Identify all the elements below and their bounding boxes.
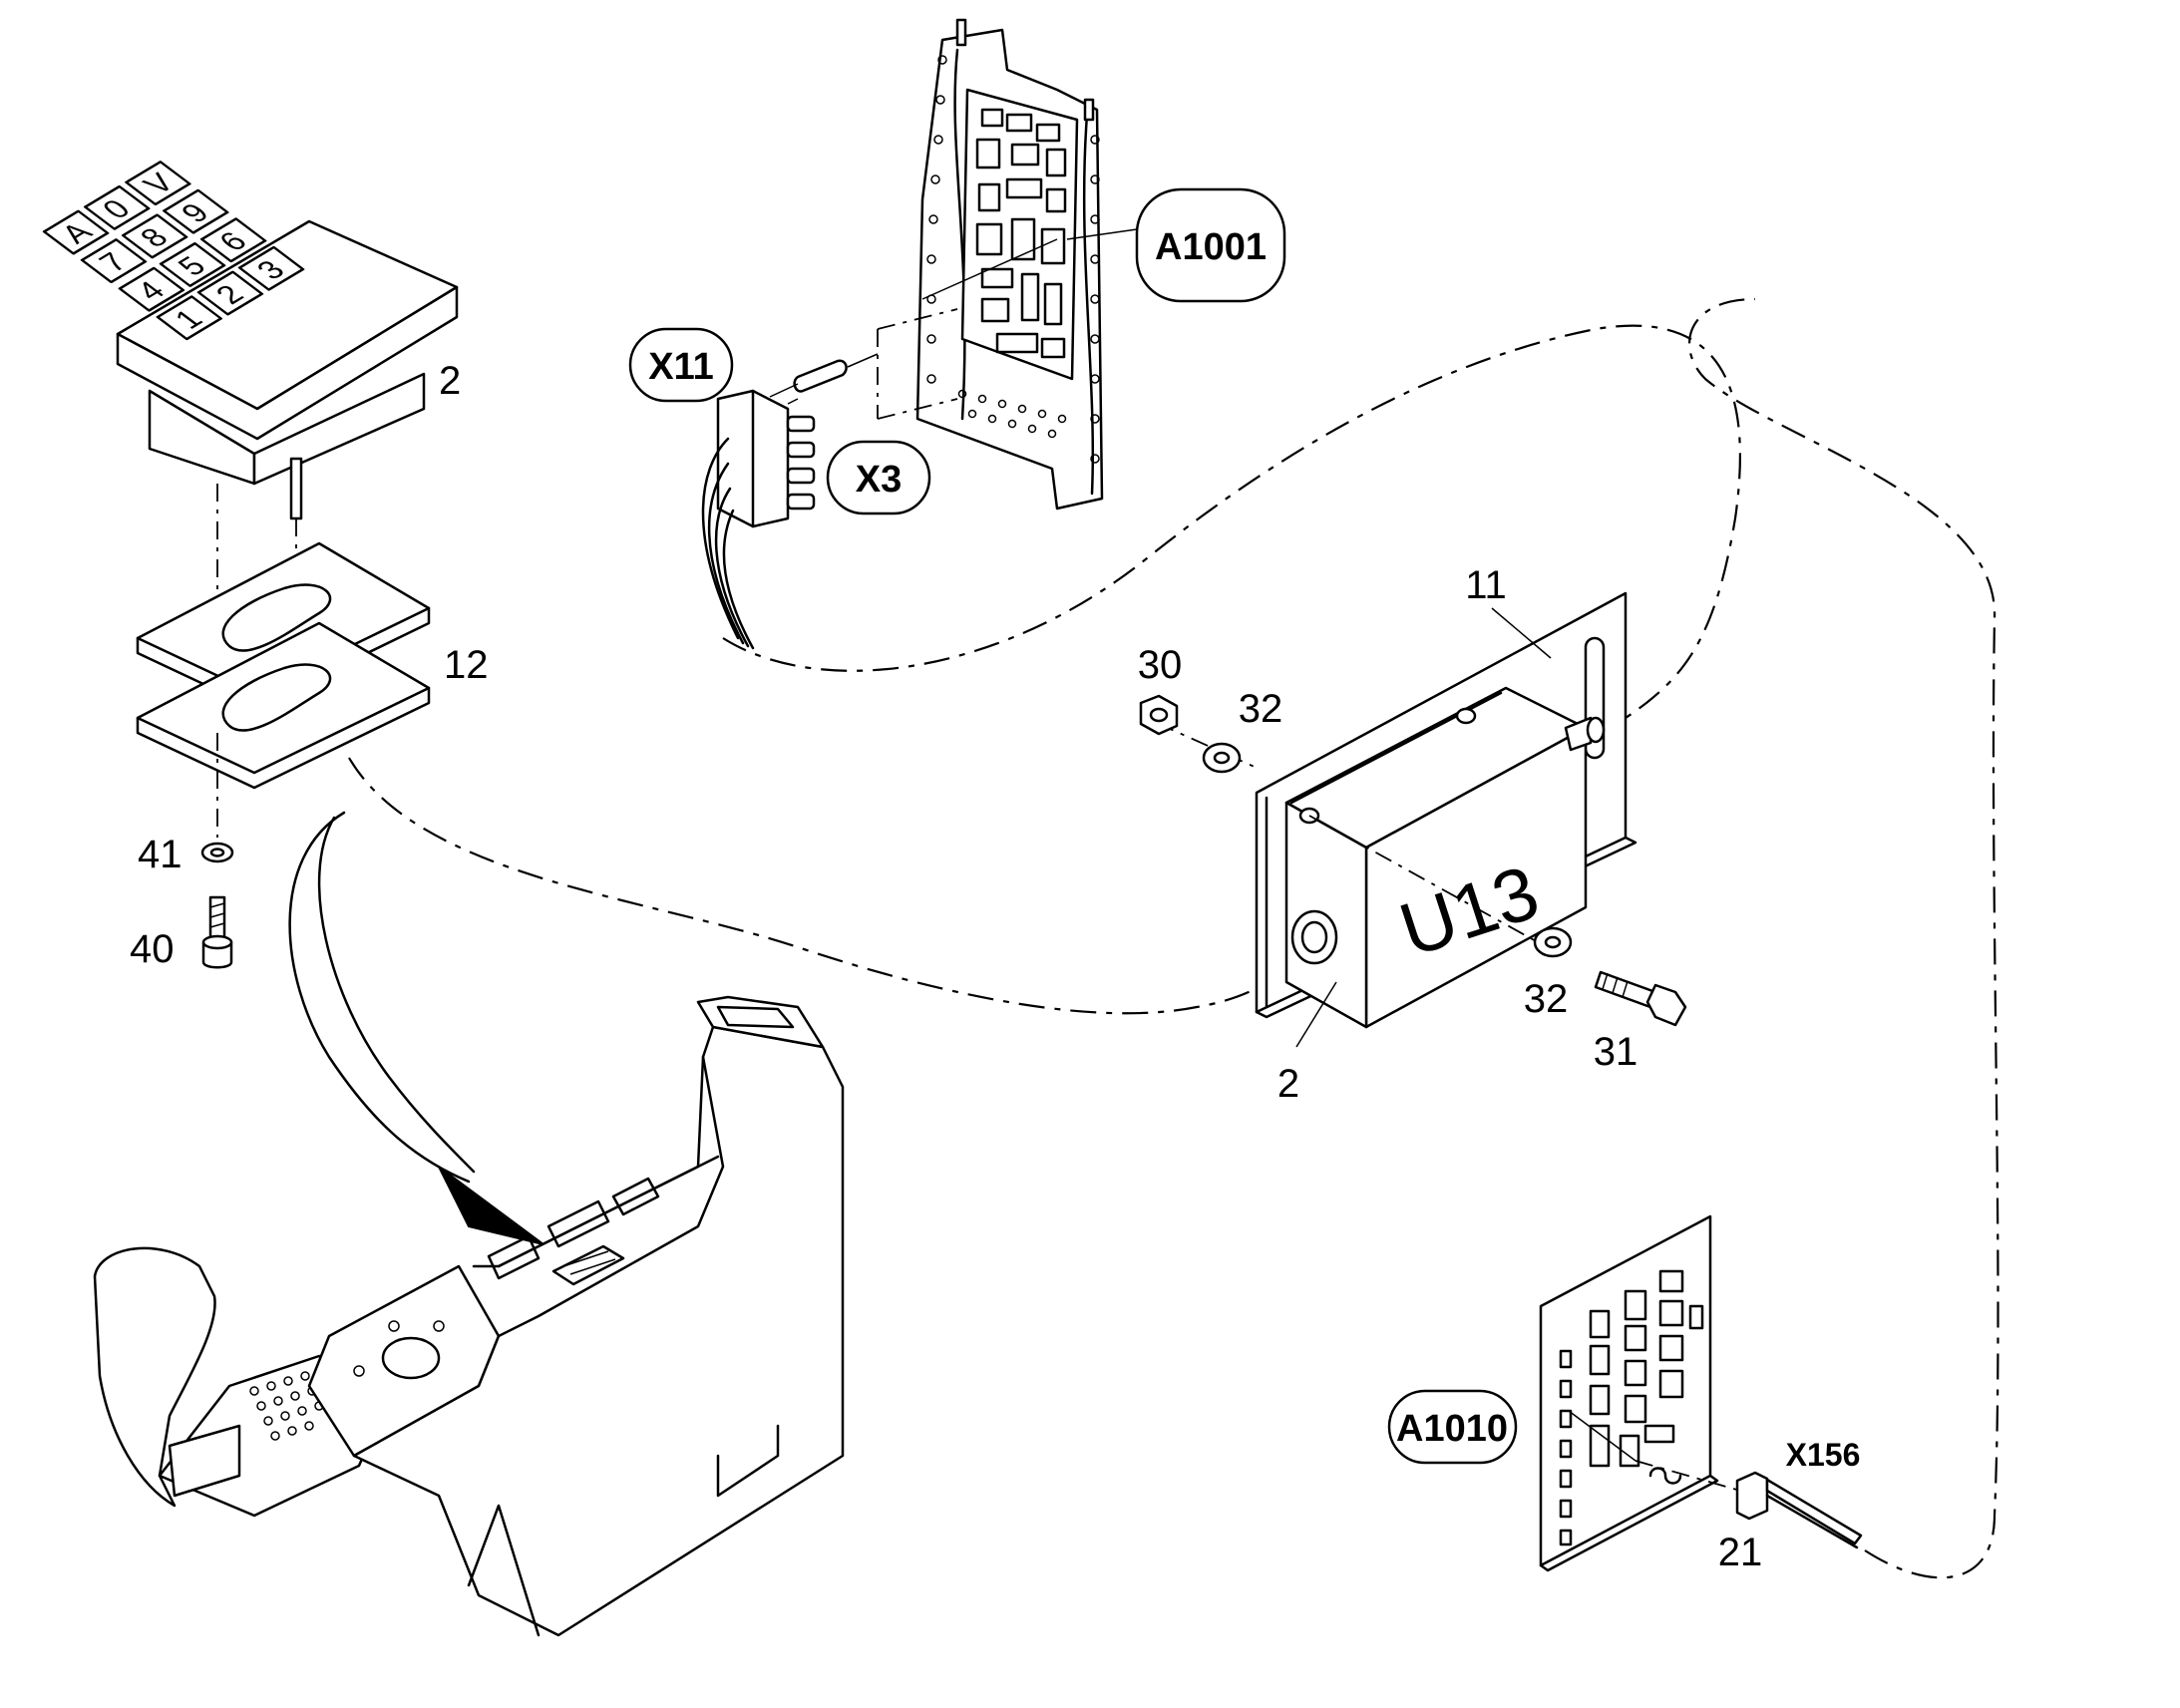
washer-32-upper <box>1202 742 1242 774</box>
callout-x3-bubble <box>826 440 931 515</box>
label-cable-21: 21 <box>1718 1531 1763 1574</box>
console-keypad-location <box>551 1244 625 1286</box>
label-plate-11: 11 <box>1465 563 1507 607</box>
washer-41 <box>200 842 234 863</box>
keypad-rim <box>116 285 459 441</box>
connector-x11-assembly: X11 X3 <box>628 327 931 650</box>
cable-21-body <box>1765 1478 1863 1545</box>
a1001-rail-right <box>1082 113 1095 496</box>
a1001-connector-leader <box>921 238 1058 300</box>
x156-plug <box>1735 1471 1769 1521</box>
washer-32-lower <box>1533 926 1573 958</box>
a1001-standoff-1 <box>955 18 967 47</box>
x11-wire-4 <box>722 509 755 650</box>
console-slot-1 <box>487 1234 541 1280</box>
console-slot-2 <box>546 1199 610 1248</box>
callout-x156: X156 <box>1786 1437 1861 1473</box>
label-nut-30: 30 <box>1138 643 1183 687</box>
label-gasket: 12 <box>444 643 489 687</box>
keypad-stud <box>289 457 303 520</box>
a1010-leader <box>1568 1410 1636 1462</box>
label-washer-32-upper: 32 <box>1239 687 1283 731</box>
gasket-lower-slot <box>221 663 332 732</box>
a1001-standoff-2 <box>1083 98 1095 122</box>
callout-x3: X3 <box>856 459 902 501</box>
nut-30 <box>1139 694 1179 736</box>
bolt-31-head <box>1645 983 1687 1027</box>
location-leader-inner <box>317 816 476 1174</box>
keypad-body-right <box>252 372 426 486</box>
bolt-axis-2 <box>1308 815 1557 953</box>
a1010-pcb <box>1539 1214 1712 1567</box>
a1001-components <box>975 108 1067 359</box>
location-leader-outer <box>288 811 471 1184</box>
label-unit-2: 2 <box>1277 1062 1299 1106</box>
u13-connector <box>1290 909 1338 965</box>
plate-slot <box>1584 636 1606 760</box>
x3-socket-outline-2 <box>877 308 958 330</box>
unit-u13-assembly: U13 30 32 32 31 11 2 <box>1138 563 1687 1106</box>
x11-wire-3 <box>714 487 750 648</box>
cable-route-x11 <box>722 324 1742 719</box>
callout-a1001-bubble <box>1135 187 1286 303</box>
label-washer-41: 41 <box>138 833 182 876</box>
cable-21-assembly: X156 21 <box>1635 1437 1863 1574</box>
x156-axis <box>1635 1460 1741 1492</box>
console-access-panel <box>716 1424 780 1498</box>
a1001-mounting-holes <box>926 55 1100 464</box>
unit-2-leader <box>1295 981 1337 1048</box>
console-top-recess <box>716 1005 795 1029</box>
board-a1010: A1010 <box>1387 1214 1719 1572</box>
u13-rear-stud <box>1564 716 1593 752</box>
console-body <box>352 1025 845 1637</box>
cable-route-keypad <box>348 757 1297 1015</box>
x11-wire-2 <box>707 462 745 645</box>
plate-11-leader <box>1491 607 1552 659</box>
gasket-lower <box>136 621 431 775</box>
console-top-cap <box>696 995 825 1049</box>
a1001-rail-left <box>953 48 966 421</box>
a1001-leader <box>1066 228 1138 240</box>
x3-socket-outline-3 <box>877 398 958 420</box>
gasket-assembly: 12 <box>136 541 489 838</box>
gasket-upper-slot <box>221 583 332 652</box>
cab-console-view <box>93 811 845 1637</box>
console-lower-edge <box>467 1504 541 1637</box>
label-washer-32-lower: 32 <box>1524 977 1569 1021</box>
callout-a1010: A1010 <box>1396 1408 1508 1450</box>
console-slot-3 <box>611 1177 660 1216</box>
a1010-components <box>1559 1269 1704 1546</box>
location-arrow-icon <box>438 1166 545 1245</box>
label-screw-40: 40 <box>130 927 175 971</box>
callout-x11: X11 <box>648 346 714 388</box>
label-bolt-31: 31 <box>1594 1030 1638 1074</box>
seat-side-panel <box>168 1424 241 1498</box>
callout-a1010-bubble <box>1387 1389 1518 1465</box>
board-a1001: A1001 <box>877 18 1286 511</box>
x11-wire-1 <box>701 437 740 640</box>
seat-grill <box>249 1371 324 1441</box>
x11-pin <box>793 359 848 393</box>
callout-a1001: A1001 <box>1155 226 1267 268</box>
seat-back <box>93 1246 216 1508</box>
keypad-assembly: 1 2 3 4 5 6 7 8 9 A 0 V <box>42 161 461 678</box>
callout-x11-bubble <box>628 327 734 403</box>
cable-routes <box>348 297 1999 1579</box>
gasket-upper <box>136 541 431 695</box>
label-keypad: 2 <box>439 359 461 403</box>
cable-route-x156 <box>1688 297 1999 1579</box>
fasteners-left: 41 40 <box>130 833 234 971</box>
